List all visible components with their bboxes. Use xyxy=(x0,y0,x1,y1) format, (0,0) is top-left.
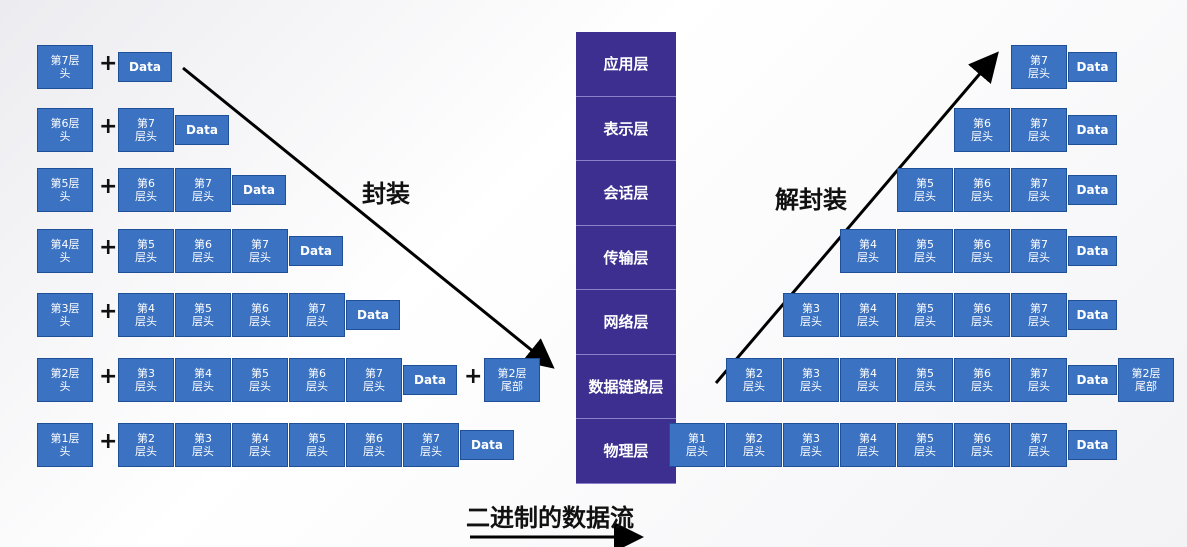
right-row-2-item-1: 第6 层头 xyxy=(954,108,1010,152)
left-row-3-plus: + xyxy=(99,174,118,199)
left-row-4-data: Data xyxy=(289,236,343,266)
right-row-3-item-1: 第5 层头 xyxy=(897,168,953,212)
encapsulation-arrow xyxy=(182,66,555,369)
left-row-6-item-1: 第3 层头 xyxy=(118,358,174,402)
layer-3: 网络层 xyxy=(576,290,676,355)
binary-stream-label: 二进制的数据流 xyxy=(466,504,634,532)
right-row-4-item-3: 第6 层头 xyxy=(954,229,1010,273)
left-row-5-item-2: 第5 层头 xyxy=(175,293,231,337)
right-row-3-data: Data xyxy=(1068,175,1117,205)
left-row-1-header: 第7层 头 xyxy=(37,45,93,89)
decapsulation-arrow xyxy=(714,51,999,384)
left-row-2-plus: + xyxy=(99,114,118,139)
right-row-6-item-1: 第2 层头 xyxy=(726,358,782,402)
right-row-7-item-7: 第7 层头 xyxy=(1011,423,1067,467)
left-row-7-item-4: 第5 层头 xyxy=(289,423,345,467)
right-row-4-item-1: 第4 层头 xyxy=(840,229,896,273)
right-row-6-data: Data xyxy=(1068,365,1117,395)
left-row-7-item-1: 第2 层头 xyxy=(118,423,174,467)
left-row-1-data: Data xyxy=(118,52,172,82)
left-row-6-plus: + xyxy=(99,364,118,389)
left-row-4-item-3: 第7 层头 xyxy=(232,229,288,273)
encapsulation-label: 封装 xyxy=(362,180,410,208)
left-row-5-data: Data xyxy=(346,300,400,330)
left-row-5-item-3: 第6 层头 xyxy=(232,293,288,337)
right-row-2-item-2: 第7 层头 xyxy=(1011,108,1067,152)
left-row-6-data: Data xyxy=(403,365,457,395)
right-row-7-item-6: 第6 层头 xyxy=(954,423,1010,467)
left-row-7-data: Data xyxy=(460,430,514,460)
left-row-5-item-1: 第4 层头 xyxy=(118,293,174,337)
left-row-6-item-3: 第5 层头 xyxy=(232,358,288,402)
right-row-6-item-2: 第3 层头 xyxy=(783,358,839,402)
left-row-7-item-6: 第7 层头 xyxy=(403,423,459,467)
right-row-5-item-4: 第6 层头 xyxy=(954,293,1010,337)
left-row-3-item-1: 第6 层头 xyxy=(118,168,174,212)
right-row-3-item-2: 第6 层头 xyxy=(954,168,1010,212)
right-row-5-item-1: 第3 层头 xyxy=(783,293,839,337)
right-row-6-item-5: 第6 层头 xyxy=(954,358,1010,402)
left-row-3-item-2: 第7 层头 xyxy=(175,168,231,212)
left-row-2-header: 第6层 头 xyxy=(37,108,93,152)
layer-5: 会话层 xyxy=(576,161,676,226)
left-row-5-item-4: 第7 层头 xyxy=(289,293,345,337)
right-row-1-data: Data xyxy=(1068,52,1117,82)
left-row-6-plus-trailer: + xyxy=(464,364,483,389)
right-row-6-item-4: 第5 层头 xyxy=(897,358,953,402)
left-row-6-item-5: 第7 层头 xyxy=(346,358,402,402)
left-row-5-header: 第3层 头 xyxy=(37,293,93,337)
right-row-7-item-1: 第1 层头 xyxy=(669,423,725,467)
right-row-5-item-5: 第7 层头 xyxy=(1011,293,1067,337)
right-row-2-data: Data xyxy=(1068,115,1117,145)
right-row-1-item-1: 第7 层头 xyxy=(1011,45,1067,89)
left-row-7-item-3: 第4 层头 xyxy=(232,423,288,467)
layer-7: 应用层 xyxy=(576,32,676,97)
right-row-6-trailer: 第2层 尾部 xyxy=(1118,358,1174,402)
left-row-6-header: 第2层 头 xyxy=(37,358,93,402)
left-row-3-data: Data xyxy=(232,175,286,205)
right-row-5-data: Data xyxy=(1068,300,1117,330)
left-row-5-plus: + xyxy=(99,299,118,324)
right-row-5-item-2: 第4 层头 xyxy=(840,293,896,337)
left-row-4-item-1: 第5 层头 xyxy=(118,229,174,273)
left-row-7-header: 第1层 头 xyxy=(37,423,93,467)
left-row-4-plus: + xyxy=(99,235,118,260)
right-row-6-item-6: 第7 层头 xyxy=(1011,358,1067,402)
layer-2: 数据链路层 xyxy=(576,354,676,419)
layer-1: 物理层 xyxy=(576,419,676,484)
right-row-4-data: Data xyxy=(1068,236,1117,266)
decapsulation-label: 解封装 xyxy=(775,186,847,214)
right-row-7-item-4: 第4 层头 xyxy=(840,423,896,467)
right-row-7-data: Data xyxy=(1068,430,1117,460)
left-row-3-header: 第5层 头 xyxy=(37,168,93,212)
left-row-7-item-5: 第6 层头 xyxy=(346,423,402,467)
left-row-7-item-2: 第3 层头 xyxy=(175,423,231,467)
left-row-7-plus: + xyxy=(99,429,118,454)
left-row-6-trailer: 第2层 尾部 xyxy=(484,358,540,402)
right-row-5-item-3: 第5 层头 xyxy=(897,293,953,337)
layer-4: 传输层 xyxy=(576,225,676,290)
left-row-2-item-1: 第7 层头 xyxy=(118,108,174,152)
left-row-4-item-2: 第6 层头 xyxy=(175,229,231,273)
left-row-6-item-4: 第6 层头 xyxy=(289,358,345,402)
right-row-6-item-3: 第4 层头 xyxy=(840,358,896,402)
right-row-7-item-3: 第3 层头 xyxy=(783,423,839,467)
right-row-7-item-5: 第5 层头 xyxy=(897,423,953,467)
right-row-4-item-4: 第7 层头 xyxy=(1011,229,1067,273)
right-row-3-item-3: 第7 层头 xyxy=(1011,168,1067,212)
left-row-6-item-2: 第4 层头 xyxy=(175,358,231,402)
layer-6: 表示层 xyxy=(576,96,676,161)
right-row-7-item-2: 第2 层头 xyxy=(726,423,782,467)
left-row-2-data: Data xyxy=(175,115,229,145)
left-row-4-header: 第4层 头 xyxy=(37,229,93,273)
left-row-1-plus: + xyxy=(99,51,118,76)
right-row-4-item-2: 第5 层头 xyxy=(897,229,953,273)
